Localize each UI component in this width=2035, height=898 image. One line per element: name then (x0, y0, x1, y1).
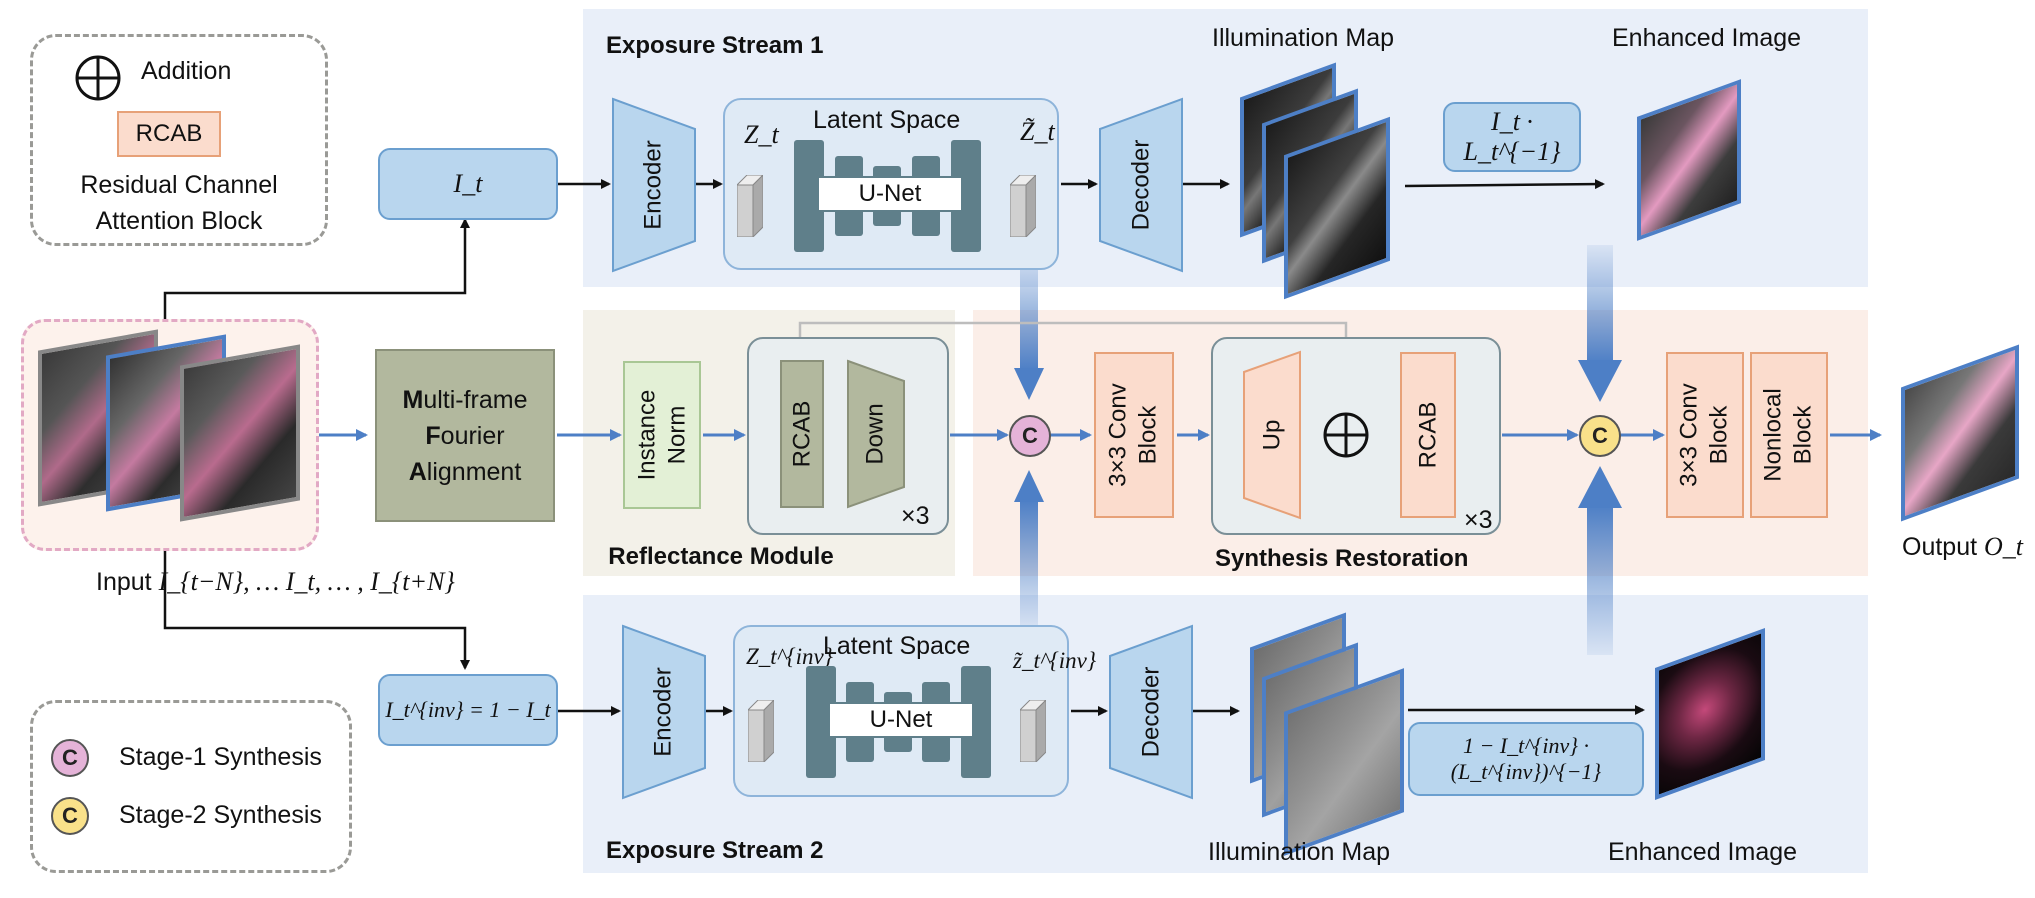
mfa-l3-rest: lignment (426, 457, 522, 486)
inverse-input-box: I_t^{inv} = 1 − I_t (378, 674, 558, 746)
stream1-decoder: Decoder (1098, 97, 1184, 273)
reflectance-module-title: Reflectance Module (608, 543, 834, 570)
synthesis-restoration-title: Synthesis Restoration (1215, 545, 1469, 572)
stream1-z-in-cube (737, 175, 763, 237)
nonlocal-block: Nonlocal Block (1750, 352, 1828, 518)
stream1-title: Exposure Stream 1 (606, 32, 824, 59)
input-label-math: I_{t−N}, … I_t, … , I_{t+N} (158, 567, 455, 596)
stream2-decoder: Decoder (1108, 624, 1194, 800)
stage2-synthesis-node: C (1579, 415, 1621, 457)
output-label-prefix: Output (1902, 533, 1978, 561)
stream2-decoder-shape (1109, 624, 1193, 800)
stage2-c-icon: C (51, 797, 89, 835)
stage1-c-icon: C (51, 739, 89, 777)
output-label-math: O_t (1984, 532, 2024, 561)
up-label: Up (1258, 419, 1285, 451)
stream1-encoder-label: Encoder (640, 140, 668, 230)
stream2-illum-title: Illumination Map (1208, 838, 1391, 866)
stream1-z-out-cube (1010, 175, 1036, 237)
reflectance-rcab-block: RCAB (780, 360, 824, 508)
nonlocal-label-2: Block (1790, 405, 1818, 465)
stream1-decoder-shape (1099, 97, 1183, 273)
mfa-l1-rest: ulti-frame (423, 385, 528, 414)
synthesis-rcab-block: RCAB (1400, 352, 1456, 518)
stage1-synthesis-node: C (1009, 415, 1051, 457)
stage1-label: Stage-1 Synthesis (119, 743, 322, 771)
final-conv-label-2: Block (1706, 405, 1733, 465)
addition-icon (75, 55, 121, 101)
stream2-z-out: z̃_t^{inv} (1013, 648, 1097, 673)
stream2-unet-label: U-Net (828, 702, 974, 738)
stream1-encoder-shape (612, 97, 696, 273)
synthesis-repeat-label: ×3 (1464, 506, 1493, 534)
stream1-illum-title: Illumination Map (1212, 24, 1395, 52)
nonlocal-label-1: Nonlocal (1760, 388, 1788, 482)
reflectance-repeat-label: ×3 (901, 502, 930, 530)
output-label: Output O_t (1902, 532, 2023, 562)
stream2-latent-title: Latent Space (823, 632, 971, 660)
stream2-z-in-cube (748, 700, 774, 762)
stream1-enhanced-title: Enhanced Image (1612, 24, 1802, 52)
stream1-unet-label: U-Net (817, 176, 963, 212)
rcab-legend-line1: Residual Channel (80, 171, 278, 199)
stream2-z-in: Z_t^{inv} (746, 644, 833, 669)
mfa-l2-bold: F (425, 421, 441, 450)
synthesis-addition-icon (1323, 412, 1369, 458)
synthesis-conv-block: 3×3 Conv Block (1094, 352, 1174, 518)
stream2-formula-box: 1 − I_t^{inv} · (L_t^{inv})^{−1} (1408, 722, 1644, 796)
rcab-legend-box: RCAB (117, 111, 221, 157)
down-block: Down (846, 359, 906, 509)
mfa-l1-bold: M (402, 385, 424, 414)
mfa-l3-bold: A (408, 457, 427, 486)
legend-bottom: C Stage-1 Synthesis C Stage-2 Synthesis (30, 700, 352, 873)
stream2-decoder-label: Decoder (1137, 666, 1164, 758)
addition-label: Addition (141, 57, 232, 85)
final-conv-block: 3×3 Conv Block (1666, 352, 1744, 518)
multi-frame-fourier-alignment-block: Multi-frame Fourier Alignment (375, 349, 555, 522)
it-input-box: I_t (378, 148, 558, 220)
stream2-enhanced-title: Enhanced Image (1608, 838, 1798, 866)
input-label-prefix: Input (96, 568, 152, 596)
instance-norm-label-1: Instance (633, 389, 661, 481)
stream1-formula-box: I_t · L_t^{−1} (1443, 102, 1581, 172)
stream2-z-out-cube (1020, 700, 1046, 762)
synthesis-conv-label-1: 3×3 Conv (1105, 383, 1132, 487)
input-label: Input I_{t−N}, … I_t, … , I_{t+N} (96, 567, 455, 597)
mfa-l2-rest: ourier (440, 421, 505, 450)
stream2-encoder-label: Encoder (650, 667, 678, 757)
stream1-z-out: Z̃_t (1020, 117, 1055, 146)
up-block-shape (1243, 350, 1301, 520)
stream2-encoder-shape (622, 624, 706, 800)
stream1-z-in: Z_t (744, 120, 779, 149)
stage2-label: Stage-2 Synthesis (119, 801, 322, 829)
legend-top: Addition RCAB Residual Channel Attention… (30, 34, 328, 246)
stream1-latent-title: Latent Space (813, 106, 961, 134)
stream2-encoder: Encoder (621, 624, 707, 800)
synthesis-conv-label-2: Block (1135, 405, 1162, 465)
instance-norm-block: Instance Norm (623, 361, 701, 509)
final-conv-label-1: 3×3 Conv (1676, 383, 1703, 487)
stream2-title: Exposure Stream 2 (606, 837, 824, 864)
input-frame-3 (180, 344, 300, 522)
up-block: Up (1242, 350, 1302, 520)
down-label: Down (862, 403, 890, 465)
stream1-decoder-label: Decoder (1127, 139, 1154, 231)
instance-norm-label-2: Norm (663, 405, 691, 465)
stream1-encoder: Encoder (611, 97, 697, 273)
synthesis-rcab-label: RCAB (1414, 401, 1441, 469)
reflectance-rcab-label: RCAB (788, 400, 815, 468)
down-block-shape (847, 359, 905, 509)
rcab-legend-line2: Attention Block (95, 207, 263, 235)
